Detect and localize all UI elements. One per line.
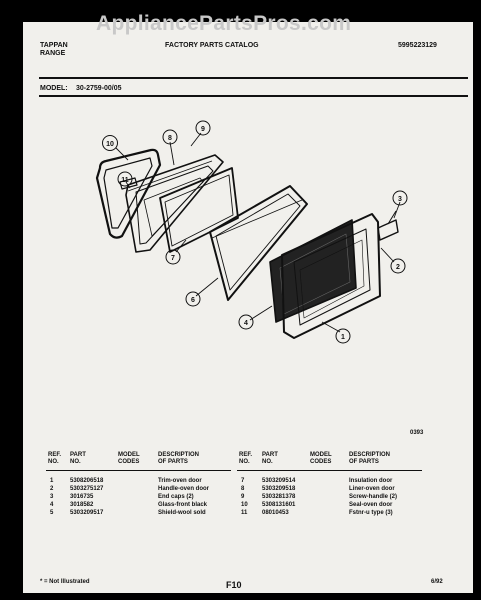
table-row-desc: Glass-front black [158,502,208,508]
table-row-part: 5303209514 [262,478,296,484]
footer-date: 6/92 [431,579,443,585]
catalog-title: FACTORY PARTS CATALOG [165,42,259,49]
footer-page-label: F10 [226,580,242,590]
liner-oven-door [125,154,224,253]
table-row-part: 5303275127 [70,486,104,492]
callout-circles [102,120,408,344]
brand-line-2: RANGE [40,50,66,57]
trim-oven-door [281,213,381,339]
table-row-desc: Seal-oven door [349,502,393,508]
insulation-door [159,167,239,253]
table-row-ref: 5 [50,510,54,516]
table-row-part: 5303209517 [70,510,104,516]
callout-9: 9 [201,126,205,133]
table-row-part: 3018582 [70,502,94,508]
table-row-ref: 1 [50,478,54,484]
table-row-part: 5303281378 [262,494,296,500]
callout-2: 2 [396,264,400,271]
table-row-part: 5303209518 [262,486,296,492]
table-row-ref: 7 [241,478,245,484]
table-row-ref: 10 [241,502,248,508]
callout-8: 8 [168,135,172,142]
fastener-clip [119,177,138,190]
table-row-ref: 3 [50,494,54,500]
footer-note: * = Not Illustrated [40,579,90,585]
watermark: AppliancePartsPros.com [96,12,352,35]
table-row-ref: 8 [241,486,245,492]
table-row-desc: Insulation door [349,478,393,484]
model-label: MODEL: [40,85,68,92]
callout-4: 4 [244,320,248,327]
callout-1: 1 [341,334,345,341]
table-row-ref: 9 [241,494,245,500]
header-ref-no-left: REF.NO. [48,452,62,465]
callout-3: 3 [398,196,402,203]
model-value: 30-2759-00/05 [76,85,122,92]
table-row-desc: Liner-oven door [349,486,395,492]
glass-front [209,185,308,301]
header-ref-no-right: REF.NO. [239,452,253,465]
table-row-desc: Handle-oven door [158,486,210,492]
seal-oven-door [95,148,162,239]
table-rule-left [46,470,231,471]
door-handle [377,210,399,241]
callout-6: 6 [191,297,195,304]
parts-sheet [23,22,473,593]
table-row-desc: Screw-handle (2) [349,494,398,500]
table-row-desc: Shield-wool sold [158,510,206,516]
brand-line-1: TAPPAN [40,42,68,49]
callout-10: 10 [106,141,114,148]
table-row-ref: 11 [241,510,248,516]
table-rule-right [237,470,422,471]
leader-lines [115,132,401,333]
catalog-number: 5995223129 [398,42,437,49]
table-row-desc: End caps (2) [158,494,194,500]
table-row-desc: Fstnr-u type (3) [349,510,393,516]
table-row-part: 3016735 [70,494,94,500]
table-row-part: 08010453 [262,510,289,516]
table-row-ref: 2 [50,486,54,492]
callout-11: 11 [121,177,129,184]
diagram-code: 0393 [410,430,424,436]
table-row-part: 5308131601 [262,502,296,508]
header-rule-top [39,77,468,79]
table-row-desc: Trim-oven door [158,478,202,484]
callout-7: 7 [171,255,175,262]
table-row-part: 5308206518 [70,478,104,484]
header-rule-bottom [39,95,468,97]
table-row-ref: 4 [50,502,54,508]
